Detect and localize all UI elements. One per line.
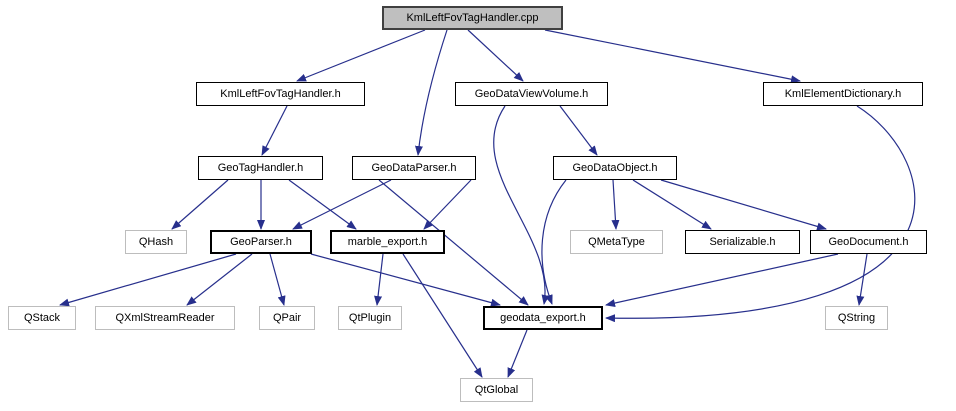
node-kmlh[interactable]: KmlLeftFovTagHandler.h <box>196 82 365 106</box>
node-label-elemdict: KmlElementDictionary.h <box>784 87 902 100</box>
node-qxml: QXmlStreamReader <box>95 306 235 330</box>
node-marble[interactable]: marble_export.h <box>330 230 445 254</box>
edge-geotag-qhash <box>171 179 229 230</box>
node-label-geodocument: GeoDocument.h <box>828 235 909 248</box>
edge-marble-qtplugin <box>374 253 384 306</box>
edge-gdparser-marble <box>423 179 472 230</box>
edge-cpp-elemdict <box>544 29 801 84</box>
node-elemdict[interactable]: KmlElementDictionary.h <box>763 82 923 106</box>
edge-marble-qtglobal <box>402 253 483 378</box>
node-label-qstack: QStack <box>23 311 61 324</box>
edge-viewvolume-gdobject <box>559 105 598 156</box>
node-label-qtplugin: QtPlugin <box>348 311 392 324</box>
edge-viewvolume-geodata <box>493 105 550 305</box>
node-geotag[interactable]: GeoTagHandler.h <box>198 156 323 180</box>
edge-geoparser-geodata <box>310 253 501 307</box>
node-label-kmlh: KmlLeftFovTagHandler.h <box>220 87 341 100</box>
node-qstring: QString <box>825 306 888 330</box>
node-label-geotag: GeoTagHandler.h <box>217 161 304 174</box>
node-label-viewvolume: GeoDataViewVolume.h <box>474 87 589 100</box>
edge-gdobject-qmetatype <box>611 179 620 230</box>
edge-kmlh-geotag <box>261 105 288 156</box>
node-geodocument[interactable]: GeoDocument.h <box>810 230 927 254</box>
edge-geoparser-qpair <box>269 253 286 306</box>
node-label-qtglobal: QtGlobal <box>474 383 519 396</box>
edge-cpp-gdparser <box>415 29 448 156</box>
node-serializable[interactable]: Serializable.h <box>685 230 800 254</box>
node-qtplugin: QtPlugin <box>338 306 402 330</box>
node-label-qhash: QHash <box>138 235 174 248</box>
edge-gdobject-serializable <box>632 179 712 230</box>
node-qtglobal: QtGlobal <box>460 378 533 402</box>
edge-cpp-viewvolume <box>467 29 524 82</box>
edge-elemdict-geodata <box>605 105 916 323</box>
node-qmetatype: QMetaType <box>570 230 663 254</box>
node-label-qpair: QPair <box>272 311 302 324</box>
edge-gdobject-geodata <box>541 179 567 305</box>
edge-gdparser-geoparser <box>292 179 392 230</box>
node-qhash: QHash <box>125 230 187 254</box>
node-label-cpp: KmlLeftFovTagHandler.cpp <box>406 11 539 24</box>
edge-gdparser-geodata <box>378 179 529 306</box>
node-label-qmetatype: QMetaType <box>588 235 645 248</box>
edge-geoparser-qxml <box>186 253 253 306</box>
edge-geotag-marble <box>288 179 357 230</box>
node-label-qxml: QXmlStreamReader <box>115 311 215 324</box>
edge-geodata-qtglobal <box>507 329 528 378</box>
node-label-gdobject: GeoDataObject.h <box>572 161 658 174</box>
node-label-marble: marble_export.h <box>347 235 428 248</box>
node-gdparser[interactable]: GeoDataParser.h <box>352 156 476 180</box>
edge-geodocument-geodata <box>605 253 839 307</box>
node-gdobject[interactable]: GeoDataObject.h <box>553 156 677 180</box>
node-geodata[interactable]: geodata_export.h <box>483 306 603 330</box>
edge-cpp-kmlh <box>296 29 426 82</box>
node-qpair: QPair <box>259 306 315 330</box>
node-label-qstring: QString <box>837 311 876 324</box>
node-label-geoparser: GeoParser.h <box>230 235 292 248</box>
edge-geoparser-qstack <box>59 253 237 307</box>
edge-geodocument-qstring <box>856 253 868 306</box>
node-label-gdparser: GeoDataParser.h <box>371 161 457 174</box>
node-cpp: KmlLeftFovTagHandler.cpp <box>382 6 563 30</box>
edge-gdobject-geodocument <box>660 179 827 231</box>
node-geoparser[interactable]: GeoParser.h <box>210 230 312 254</box>
node-qstack: QStack <box>8 306 76 330</box>
node-label-serializable: Serializable.h <box>709 235 776 248</box>
node-label-geodata: geodata_export.h <box>500 311 586 324</box>
node-viewvolume[interactable]: GeoDataViewVolume.h <box>455 82 608 106</box>
